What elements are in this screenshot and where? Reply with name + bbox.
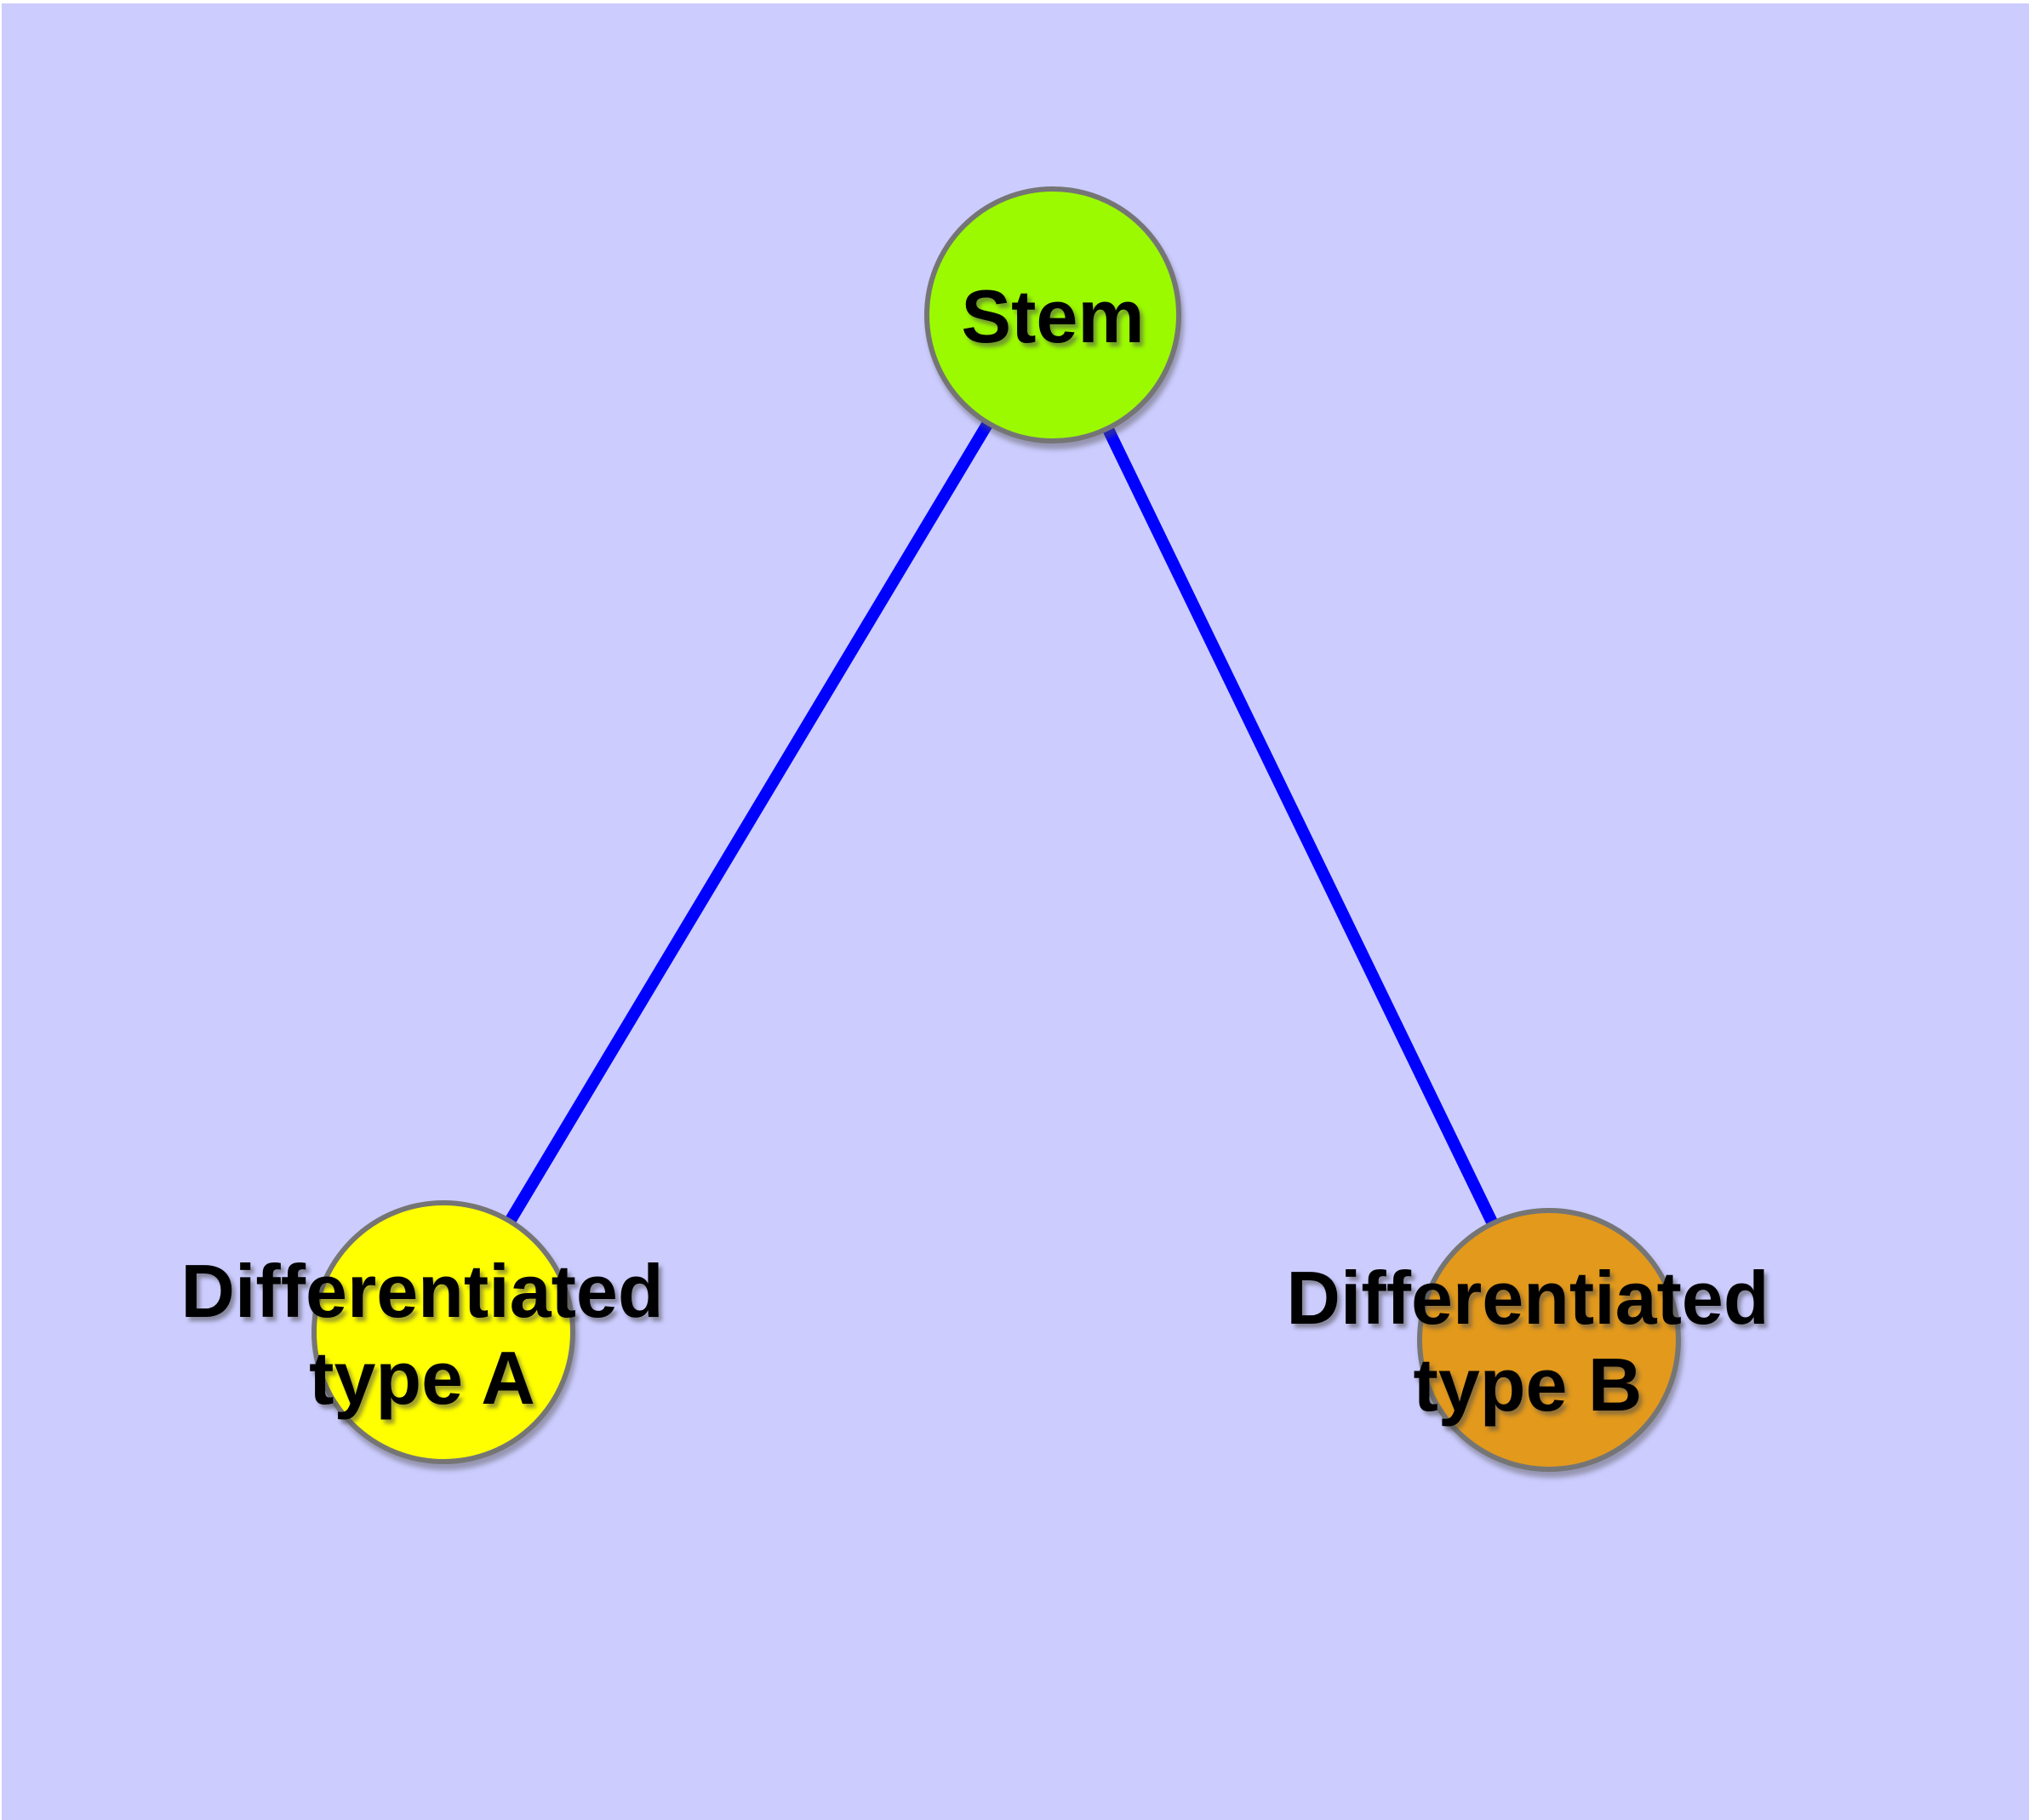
edge-stem-to-type-a [437, 312, 1059, 1336]
left-margin [0, 0, 2, 1820]
node-stem-circle [924, 186, 1181, 444]
node-type-b-label-line2: type B [1413, 1342, 1643, 1427]
node-stem-label: Stem [961, 273, 1144, 360]
node-type-a-label-line1: Differentiated [180, 1248, 664, 1333]
node-type-a-label: Differentiated type A [180, 1248, 663, 1422]
node-type-b-label: Differentiated type B [1286, 1255, 1769, 1428]
top-margin [0, 0, 2029, 3]
node-type-a-label-line2: type A [309, 1336, 535, 1420]
node-type-b-label-line1: Differentiated [1286, 1255, 1769, 1340]
node-stem-label-text: Stem [961, 273, 1145, 358]
node-type-b-circle [1417, 1208, 1681, 1472]
edge-stem-to-type-b [1047, 312, 1555, 1343]
node-type-a-circle [311, 1200, 575, 1464]
